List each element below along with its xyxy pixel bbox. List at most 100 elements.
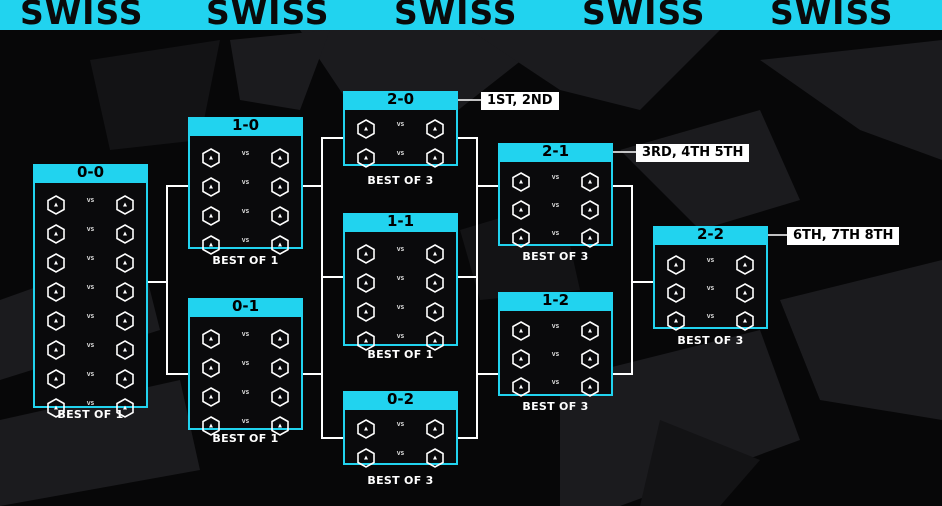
match-row[interactable]: VS xyxy=(512,172,599,194)
team-hexagon-icon xyxy=(271,358,289,378)
banner-word: SWISS xyxy=(582,0,706,30)
vs-label: VS xyxy=(396,151,405,157)
match-row[interactable]: VS xyxy=(202,387,289,409)
group-record-header: 1-1 xyxy=(343,213,458,230)
vs-label: VS xyxy=(241,180,250,186)
team-hexagon-icon xyxy=(357,302,375,322)
match-row[interactable]: VS xyxy=(357,244,444,266)
team-hexagon-icon xyxy=(47,253,65,273)
team-hexagon-icon xyxy=(426,419,444,439)
vs-label: VS xyxy=(551,352,560,358)
team-hexagon-icon xyxy=(426,302,444,322)
line-to-2-1 xyxy=(458,137,498,278)
match-row[interactable]: VS xyxy=(202,416,289,438)
banner-word: SWISS xyxy=(770,0,894,30)
match-row[interactable]: VS xyxy=(512,321,599,343)
match-row[interactable]: VS xyxy=(357,419,444,441)
placement-badge: 1ST, 2ND xyxy=(481,92,559,110)
match-row[interactable]: VS xyxy=(47,282,134,304)
group-match-box: VS VS VS VS xyxy=(188,315,303,436)
placement-badge: 6TH, 7TH 8TH xyxy=(787,227,900,245)
team-hexagon-icon xyxy=(667,255,685,275)
vs-label: VS xyxy=(396,334,405,340)
team-hexagon-icon xyxy=(512,377,530,397)
vs-label: VS xyxy=(706,314,715,320)
match-row[interactable]: VS xyxy=(357,302,444,324)
match-row[interactable]: VS xyxy=(202,235,289,257)
match-row[interactable]: VS xyxy=(512,377,599,399)
match-row[interactable]: VS xyxy=(202,329,289,351)
vs-label: VS xyxy=(86,401,95,407)
match-row[interactable]: VS xyxy=(512,200,599,222)
vs-label: VS xyxy=(396,122,405,128)
team-hexagon-icon xyxy=(357,148,375,168)
vs-label: VS xyxy=(241,361,250,367)
team-hexagon-icon xyxy=(202,329,220,349)
match-row[interactable]: VS xyxy=(47,340,134,362)
team-hexagon-icon xyxy=(581,172,599,192)
team-hexagon-icon xyxy=(512,172,530,192)
team-hexagon-icon xyxy=(116,195,134,215)
group-match-box: VS VS VS VS VS VS VS VS xyxy=(33,181,148,418)
team-hexagon-icon xyxy=(512,349,530,369)
team-hexagon-icon xyxy=(357,119,375,139)
team-hexagon-icon xyxy=(47,340,65,360)
vs-label: VS xyxy=(396,451,405,457)
match-row[interactable]: VS xyxy=(357,448,444,470)
match-row[interactable]: VS xyxy=(202,206,289,228)
team-hexagon-icon xyxy=(736,283,754,303)
group-record-header: 1-0 xyxy=(188,117,303,134)
team-hexagon-icon xyxy=(581,321,599,341)
match-row[interactable]: VS xyxy=(357,148,444,170)
placement-badge: 3RD, 4TH 5TH xyxy=(636,144,750,162)
team-hexagon-icon xyxy=(426,331,444,351)
vs-label: VS xyxy=(86,372,95,378)
group-record-header: 0-2 xyxy=(343,391,458,408)
group-match-box: VS VS VS xyxy=(498,160,613,248)
team-hexagon-icon xyxy=(47,195,65,215)
match-row[interactable]: VS xyxy=(357,119,444,141)
match-format-label: BEST OF 1 xyxy=(57,408,124,421)
match-row[interactable]: VS xyxy=(512,228,599,250)
match-row[interactable]: VS xyxy=(47,253,134,275)
team-hexagon-icon xyxy=(581,349,599,369)
vs-label: VS xyxy=(86,285,95,291)
match-row[interactable]: VS xyxy=(47,311,134,333)
match-row[interactable]: VS xyxy=(47,224,134,246)
vs-label: VS xyxy=(396,305,405,311)
team-hexagon-icon xyxy=(426,148,444,168)
match-format-label: BEST OF 3 xyxy=(367,174,434,187)
vs-label: VS xyxy=(706,258,715,264)
team-hexagon-icon xyxy=(357,273,375,293)
match-row[interactable]: VS xyxy=(47,195,134,217)
team-hexagon-icon xyxy=(271,329,289,349)
match-row[interactable]: VS xyxy=(202,358,289,380)
vs-label: VS xyxy=(396,422,405,428)
line-1-0-split xyxy=(303,137,343,278)
team-hexagon-icon xyxy=(202,235,220,255)
team-hexagon-icon xyxy=(426,119,444,139)
match-row[interactable]: VS xyxy=(202,148,289,170)
match-row[interactable]: VS xyxy=(512,349,599,371)
match-row[interactable]: VS xyxy=(202,177,289,199)
match-row[interactable]: VS xyxy=(667,255,754,277)
team-hexagon-icon xyxy=(271,235,289,255)
match-row[interactable]: VS xyxy=(47,369,134,391)
group-record-header: 1-2 xyxy=(498,292,613,309)
group-record-header: 2-2 xyxy=(653,226,768,243)
vs-label: VS xyxy=(241,419,250,425)
vs-label: VS xyxy=(551,203,560,209)
vs-label: VS xyxy=(396,276,405,282)
match-row[interactable]: VS xyxy=(667,311,754,333)
match-row[interactable]: VS xyxy=(357,273,444,295)
match-row[interactable]: VS xyxy=(47,398,134,420)
team-hexagon-icon xyxy=(271,206,289,226)
match-row[interactable]: VS xyxy=(667,283,754,305)
group-match-box: VS VS VS xyxy=(498,309,613,399)
team-hexagon-icon xyxy=(202,387,220,407)
match-row[interactable]: VS xyxy=(357,331,444,353)
